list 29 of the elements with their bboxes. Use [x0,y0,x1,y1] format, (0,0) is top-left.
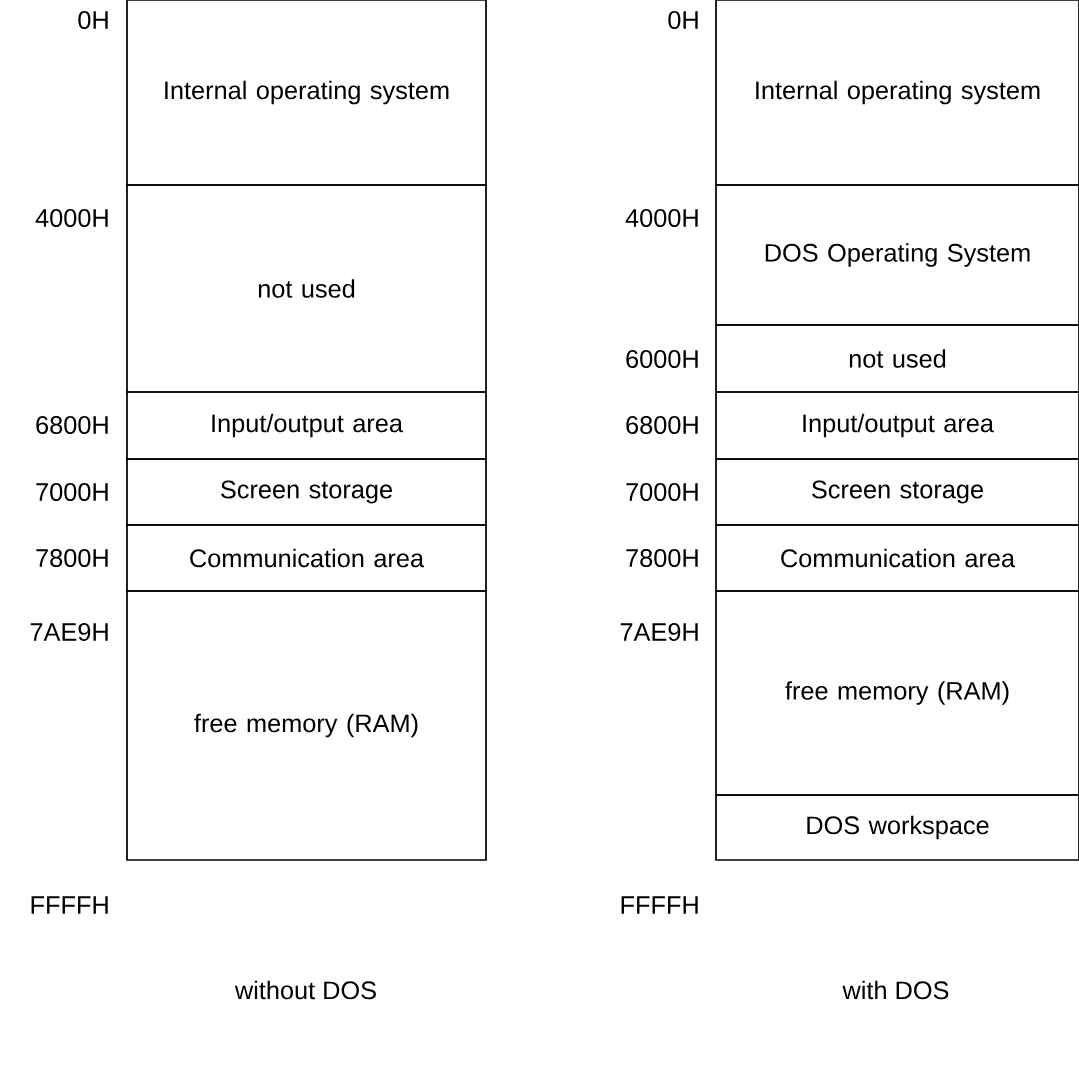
address-label: 7AE9H [620,623,698,641]
memory-region: not used [126,184,487,393]
address-label: FFFFH [621,896,698,914]
memory-region: not used [715,324,1079,393]
memory-region: Communication area [715,524,1079,592]
address-label: 6800H [36,416,108,434]
memory-region: free memory (RAM) [126,590,487,861]
memory-region: DOS Operating System [715,184,1079,326]
memory-region: Internal operating system [126,0,487,186]
caption: with DOS [842,980,949,1000]
address-label: 4000H [35,209,108,227]
memory-region: Input/output area [715,391,1079,460]
memory-region: DOS workspace [715,794,1079,861]
address-label: 7800H [626,549,698,567]
address-label: 6800H [626,416,698,434]
address-label: 4000H [625,209,698,227]
address-label: 7000H [626,483,698,501]
address-label: 7AE9H [30,623,108,641]
memory-region: Screen storage [715,458,1079,526]
memory-region: free memory (RAM) [715,590,1079,796]
address-label: 7000H [36,483,108,501]
address-label: 7800H [36,549,108,567]
memory-region: Communication area [126,524,487,592]
memory-region: Internal operating system [715,0,1079,186]
memory-region: Screen storage [126,458,487,526]
address-label: FFFFH [31,896,108,914]
address-label: 6000H [626,350,698,368]
memory-region: Input/output area [126,391,487,460]
caption: without DOS [234,980,376,1000]
